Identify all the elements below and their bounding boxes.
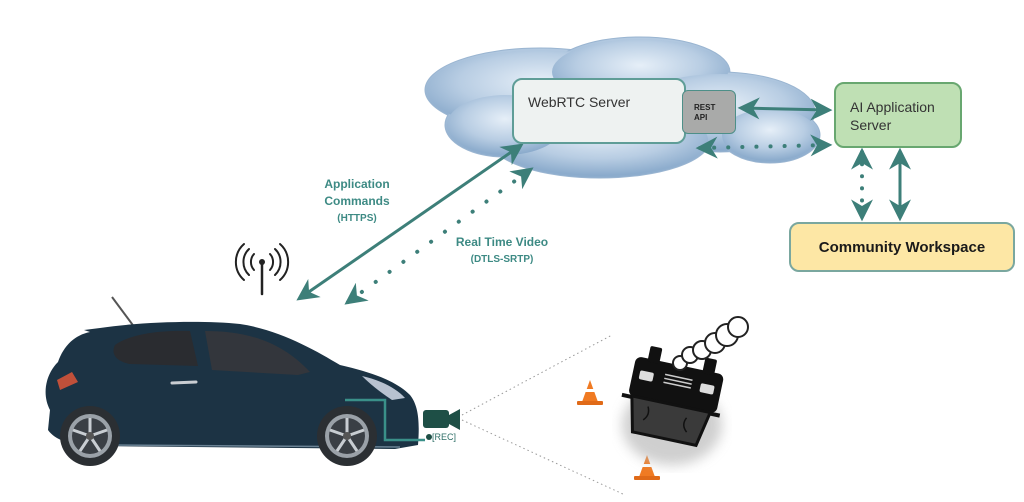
car-icon <box>45 296 425 466</box>
camera-icon <box>423 409 460 440</box>
rest-api-node: REST API <box>682 90 736 134</box>
webrtc-server-label: WebRTC Server <box>528 94 631 110</box>
front-wheel <box>317 406 377 466</box>
real-time-video-arrow <box>344 167 534 305</box>
app-commands-protocol: (HTTPS) <box>337 213 377 224</box>
rest-api-label: REST API <box>694 103 715 123</box>
webrtc-server-node: WebRTC Server <box>512 78 686 144</box>
camera-rec-label: [REC] <box>432 432 457 442</box>
ai-server-label-line1: AI Application <box>850 99 935 115</box>
real-time-video-title: Real Time Video <box>455 235 549 249</box>
ai-application-server-label: AI Application Server <box>850 98 935 134</box>
app-commands-title-line2: Commands <box>324 194 390 208</box>
community-workspace-node: Community Workspace <box>789 222 1015 272</box>
real-time-video-label: Real Time Video (DTLS-SRTP) <box>432 234 572 268</box>
real-time-video-protocol: (DTLS-SRTP) <box>470 254 534 265</box>
ai-server-label-line2: Server <box>850 117 892 133</box>
wireless-antenna-icon <box>234 243 290 296</box>
traffic-cone-icon <box>634 455 660 480</box>
rest-api-label-line2: API <box>694 113 708 122</box>
app-commands-label: Application Commands (HTTPS) <box>292 176 422 227</box>
overturned-car-icon <box>621 316 749 465</box>
rest-api-label-line1: REST <box>694 103 716 112</box>
community-workspace-label: Community Workspace <box>818 239 986 256</box>
camera-view-lines <box>461 334 626 496</box>
rest-ai-solid-arrow <box>737 97 833 121</box>
rear-wheel <box>60 406 120 466</box>
app-commands-title-line1: Application <box>324 177 390 191</box>
traffic-cone-icon <box>577 380 603 405</box>
ai-application-server-node: AI Application Server <box>834 82 962 148</box>
smoke-icon <box>672 316 749 371</box>
